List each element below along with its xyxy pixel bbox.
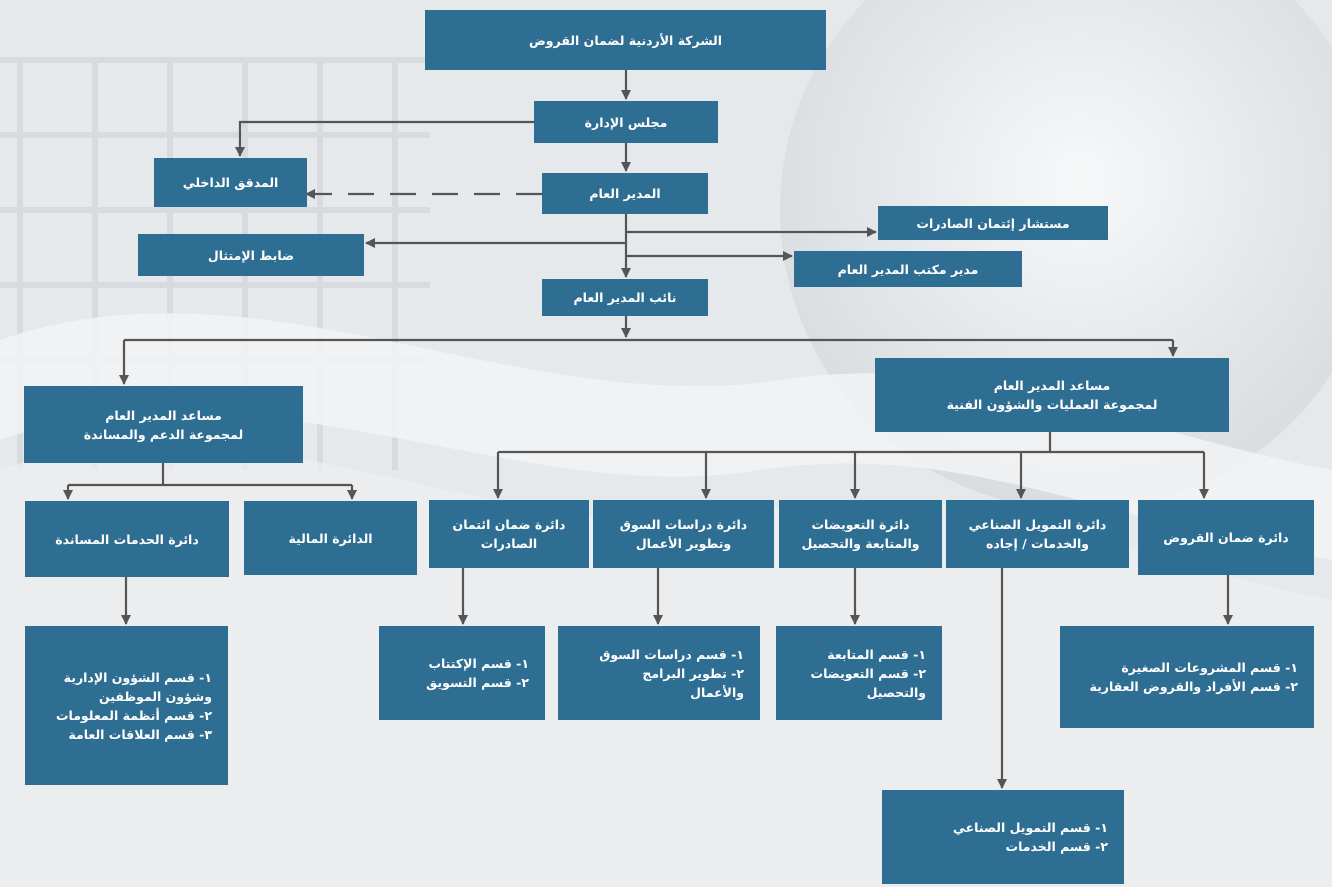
board-box: مجلس الإدارة bbox=[534, 101, 718, 143]
compliance-officer-label: ضابط الإمتثال bbox=[207, 247, 295, 263]
agm-operations-label: مساعد المدير العام لمجموعة العمليات والش… bbox=[946, 378, 1158, 412]
dept-support-services-box: دائرة الحدمات المساندة bbox=[25, 501, 229, 577]
dept-export-credit-box: دائرة ضمان ائتمان الصادرات bbox=[429, 500, 589, 568]
deputy-gm-label: نائب المدير العام bbox=[573, 290, 677, 305]
sections-export-credit-label: ١- قسم الإكتتاب ٢- قسم التسويق bbox=[426, 656, 529, 690]
internal-auditor-box: المدقق الداخلي bbox=[154, 158, 307, 207]
agm-support-box: مساعد المدير العام لمجموعة الدعم والمسان… bbox=[24, 386, 303, 463]
dept-export-credit-label: دائرة ضمان ائتمان الصادرات bbox=[452, 517, 566, 551]
dept-industrial-finance-box: دائرة التمويل الصناعي والخدمات / إجاده bbox=[946, 500, 1129, 568]
general-manager-label: المدير العام bbox=[589, 186, 661, 201]
gm-office-director-box: مدير مكتب المدير العام bbox=[794, 251, 1022, 287]
dept-compensation-box: دائرة التعويضات والمتابعة والتحصيل bbox=[779, 500, 942, 568]
board-label: مجلس الإدارة bbox=[584, 114, 668, 130]
sections-loan-guarantee-label: ١- قسم المشروعات الصغيرة ٢- قسم الأفراد … bbox=[1089, 660, 1299, 694]
company-box: الشركة الأردنية لضمان القروض bbox=[425, 10, 826, 70]
export-credit-advisor-label: مستشار إئتمان الصادرات bbox=[916, 215, 1070, 231]
sections-loan-guarantee-box: ١- قسم المشروعات الصغيرة ٢- قسم الأفراد … bbox=[1060, 626, 1314, 728]
dept-finance-box: الدائرة المالية bbox=[244, 501, 417, 575]
dept-industrial-finance-label: دائرة التمويل الصناعي والخدمات / إجاده bbox=[968, 517, 1107, 551]
sections-support-services-label: ١- قسم الشؤون الإدارية وشؤون الموظفين ٢-… bbox=[55, 669, 212, 742]
compliance-officer-box: ضابط الإمتثال bbox=[138, 234, 364, 276]
general-manager-box: المدير العام bbox=[542, 173, 708, 214]
sections-industrial-finance-box: ١- قسم التمويل الصناعي ٢- قسم الخدمات bbox=[882, 790, 1124, 884]
gm-office-director-label: مدير مكتب المدير العام bbox=[837, 261, 979, 277]
dept-market-studies-box: دائرة دراسات السوق وتطوير الأعمال bbox=[593, 500, 774, 568]
dept-finance-label: الدائرة المالية bbox=[288, 530, 373, 546]
export-credit-advisor-box: مستشار إئتمان الصادرات bbox=[878, 206, 1108, 240]
sections-compensation-box: ١- قسم المتابعة ٢- قسم التعويضات والتحصي… bbox=[776, 626, 942, 720]
agm-support-label: مساعد المدير العام لمجموعة الدعم والمسان… bbox=[83, 407, 244, 442]
company-label: الشركة الأردنية لضمان القروض bbox=[528, 32, 723, 48]
sections-market-studies-label: ١- قسم دراسات السوق ٢- تطوير البرامج وال… bbox=[599, 646, 744, 700]
sections-export-credit-box: ١- قسم الإكتتاب ٢- قسم التسويق bbox=[379, 626, 545, 720]
dept-loan-guarantee-label: دائرة ضمان القروض bbox=[1163, 530, 1289, 545]
dept-compensation-label: دائرة التعويضات والمتابعة والتحصيل bbox=[801, 517, 920, 551]
internal-auditor-label: المدقق الداخلي bbox=[182, 175, 279, 190]
dept-loan-guarantee-box: دائرة ضمان القروض bbox=[1138, 500, 1314, 575]
sections-industrial-finance-label: ١- قسم التمويل الصناعي ٢- قسم الخدمات bbox=[952, 820, 1108, 854]
dept-market-studies-label: دائرة دراسات السوق وتطوير الأعمال bbox=[619, 517, 748, 551]
agm-operations-box: مساعد المدير العام لمجموعة العمليات والش… bbox=[875, 358, 1229, 432]
dept-support-services-label: دائرة الحدمات المساندة bbox=[55, 531, 199, 547]
sections-support-services-box: ١- قسم الشؤون الإدارية وشؤون الموظفين ٢-… bbox=[25, 626, 228, 785]
sections-market-studies-box: ١- قسم دراسات السوق ٢- تطوير البرامج وال… bbox=[558, 626, 760, 720]
sections-compensation-label: ١- قسم المتابعة ٢- قسم التعويضات والتحصي… bbox=[810, 646, 926, 700]
deputy-gm-box: نائب المدير العام bbox=[542, 279, 708, 316]
